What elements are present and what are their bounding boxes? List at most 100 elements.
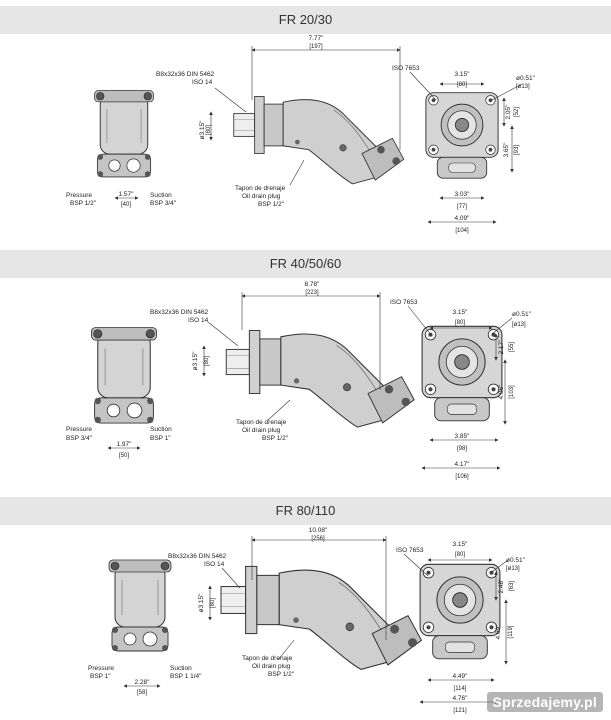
bolt-in: 3.15" (455, 71, 471, 78)
iso14-label: ISO 14 (188, 317, 209, 324)
fr2030-front-view (425, 92, 499, 179)
drain-en: Oil drain plug (252, 663, 291, 670)
fr405060-labels: 8.78" [223] B8x32x36 DIN 5462 ISO 14 ø3.… (66, 281, 532, 480)
fr80110-side-view (220, 565, 423, 671)
fr2030-back-view (94, 90, 154, 178)
w1-mm: [98] (457, 446, 467, 452)
section-title: FR 40/50/60 (269, 256, 342, 271)
fr80110-labels: 10.08" [256] B8x32x36 DIN 5462 ISO 14 ø3… (88, 527, 526, 714)
watermark: Sprzedajemy.pl (486, 692, 603, 712)
bolt-mm: [80] (455, 552, 465, 558)
v1-in: 2.17" (498, 339, 505, 355)
spline-label: B8x32x36 DIN 5462 (156, 71, 215, 78)
fr405060-back-view (90, 326, 158, 424)
hole-in: ø0.51" (516, 75, 536, 82)
w2-in: 4.76" (453, 695, 469, 702)
port-in: 1.57" (119, 191, 135, 198)
port-in: 2.28" (135, 679, 151, 686)
v1-in: 2.48" (498, 578, 505, 594)
fr405060-front-view (421, 325, 503, 422)
suction-bsp: BSP 3/4" (150, 200, 177, 207)
fr2030-dimension-lines (114, 46, 523, 224)
hole-in: ø0.51" (512, 311, 532, 318)
v2-mm: [93] (514, 145, 520, 155)
iso14-label: ISO 14 (192, 79, 213, 86)
shaft-mm: [80] (210, 598, 216, 608)
pressure-label: Pressure (88, 665, 114, 672)
port-in: 1.97" (117, 441, 133, 448)
v2-in: 4.06" (498, 384, 505, 400)
drain-en: Oil drain plug (242, 193, 281, 200)
section-header-1: FR 20/30 (0, 6, 611, 34)
iso7653-label: ISO 7653 (396, 547, 424, 554)
hole-mm: [ø13] (512, 322, 526, 328)
drain-bsp: BSP 1/2" (262, 435, 289, 442)
w1-in: 4.49" (453, 673, 469, 680)
length-in: 10.08" (309, 527, 328, 534)
suction-bsp: BSP 1" (150, 435, 171, 442)
pressure-label: Pressure (66, 192, 92, 199)
w1-mm: [114] (454, 686, 467, 692)
section-title: FR 80/110 (275, 503, 336, 518)
pressure-bsp: BSP 1" (90, 673, 111, 680)
v2-in: 4.69" (495, 624, 502, 640)
w2-in: 4.17" (455, 461, 471, 468)
w2-mm: [121] (453, 708, 467, 714)
v1-mm: [52] (514, 107, 520, 117)
pressure-bsp: BSP 1/2" (70, 200, 97, 207)
drain-es: Tapon de drenaje (242, 655, 293, 662)
section-header-3: FR 80/110 (0, 497, 611, 525)
port-mm: [58] (137, 690, 147, 696)
section-header-2: FR 40/50/60 (0, 250, 611, 278)
w1-mm: [77] (457, 204, 467, 210)
shaft-in: ø3.15" (199, 120, 206, 140)
drain-en: Oil drain plug (242, 427, 281, 434)
fr405060-side-view (225, 329, 415, 428)
shaft-mm: [80] (204, 356, 210, 366)
length-mm: [256] (311, 536, 325, 542)
bolt-in: 3.15" (453, 309, 469, 316)
hole-mm: [ø13] (506, 566, 520, 572)
w2-in: 4.09" (455, 215, 471, 222)
v1-in: 2.05" (505, 104, 512, 120)
shaft-in: ø3.15" (198, 593, 205, 613)
pressure-bsp: BSP 3/4" (66, 435, 93, 442)
suction-label: Suction (150, 426, 172, 433)
iso7653-label: ISO 7653 (392, 65, 420, 72)
hole-in: ø0.51" (506, 557, 526, 564)
suction-label: Suction (170, 665, 192, 672)
shaft-mm: [80] (206, 125, 212, 135)
port-mm: [50] (119, 453, 129, 459)
fr2030-side-view (233, 96, 405, 185)
iso14-label: ISO 14 (204, 561, 225, 568)
v1-mm: [55] (509, 342, 515, 352)
drain-bsp: BSP 1/2" (268, 671, 295, 678)
spline-label: B8x32x36 DIN 5462 (150, 309, 209, 316)
length-mm: [197] (309, 44, 323, 50)
fr2030-labels: 7.77" [197] B8x32x36 DIN 5462 ISO 14 ø3.… (66, 35, 536, 234)
v2-mm: [103] (509, 385, 515, 399)
drain-bsp: BSP 1/2" (258, 201, 285, 208)
w1-in: 3.03" (455, 191, 471, 198)
pressure-label: Pressure (66, 426, 92, 433)
length-in: 7.77" (309, 35, 325, 42)
bolt-mm: [80] (457, 82, 467, 88)
w2-mm: [106] (455, 474, 469, 480)
suction-label: Suction (150, 192, 172, 199)
v2-mm: [119] (508, 625, 514, 638)
fr80110-back-view (108, 559, 172, 652)
hole-mm: [ø13] (516, 84, 530, 90)
port-mm: [40] (121, 202, 131, 208)
length-mm: [223] (305, 290, 319, 296)
v2-in: 3.65" (503, 142, 510, 158)
iso7653-label: ISO 7653 (390, 299, 418, 306)
bolt-mm: [80] (455, 320, 465, 326)
fr80110-front-view (419, 563, 501, 660)
v1-mm: [63] (509, 581, 515, 591)
shaft-in: ø3.15" (192, 351, 199, 371)
drain-es: Tapon de drenaje (235, 185, 286, 192)
spline-label: B8x32x36 DIN 5462 (168, 553, 227, 560)
suction-bsp: BSP 1 1/4" (170, 673, 202, 680)
w1-in: 3.85" (455, 433, 471, 440)
